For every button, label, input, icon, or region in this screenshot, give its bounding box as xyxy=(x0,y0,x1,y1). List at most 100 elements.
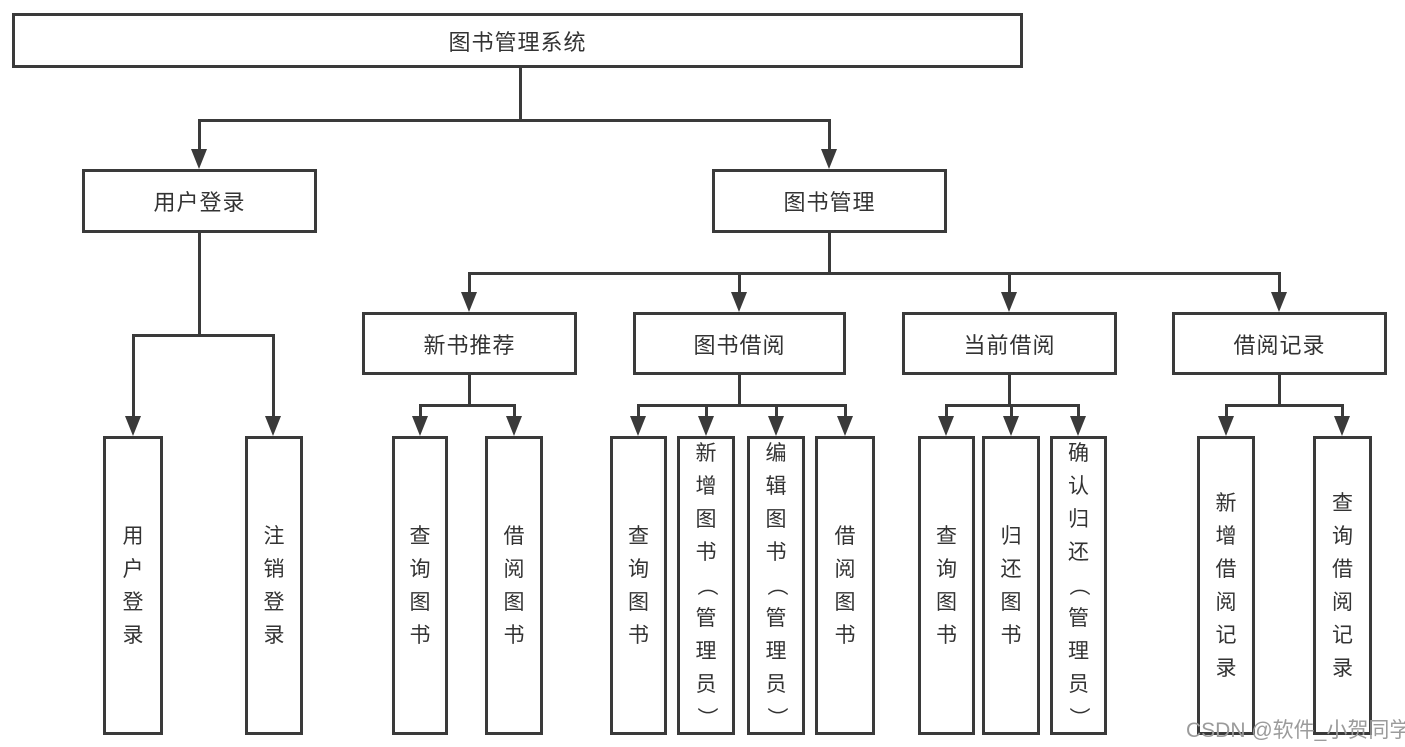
node-current-borrow: 当前借阅 xyxy=(902,312,1117,375)
node-label: 图书借阅 xyxy=(693,332,786,358)
connector-vline xyxy=(636,405,640,420)
connector-vline xyxy=(197,233,201,335)
node-new-book-recommend: 新书推荐 xyxy=(362,312,577,375)
leaf-label-char: 理 xyxy=(695,640,717,663)
connector-vline xyxy=(1007,273,1011,296)
leaf-label-char: 录 xyxy=(1215,656,1237,680)
leaf-label-char: 管 xyxy=(1068,607,1089,630)
connector-arrowhead xyxy=(768,416,784,436)
connector-arrowhead xyxy=(630,416,646,436)
connector-vline xyxy=(704,405,708,420)
leaf-label-char: 辑 xyxy=(765,475,787,498)
leaf-label-char: 认 xyxy=(1068,475,1089,498)
connector-arrowhead xyxy=(1001,292,1017,312)
leaf-label-char: 询 xyxy=(409,557,431,581)
leaf-label-char: 借 xyxy=(1215,557,1237,581)
leaf-label-char: 借 xyxy=(503,524,525,548)
leaf-label-char: 还 xyxy=(1068,541,1089,564)
leaf-label-char: 书 xyxy=(834,623,856,647)
leaf-label-char: 用 xyxy=(122,524,144,548)
connector-arrowhead xyxy=(938,416,954,436)
node-borrow-records: 借阅记录 xyxy=(1172,312,1387,375)
leaf-label-char: 图 xyxy=(834,590,856,614)
connector-vline xyxy=(467,375,471,405)
connector-vline xyxy=(737,273,741,296)
leaf-label-char: 阅 xyxy=(503,557,525,581)
leaf-label-char: 新 xyxy=(1215,491,1237,515)
connector-arrowhead xyxy=(698,416,714,436)
leaf-label-char: 管 xyxy=(695,607,717,630)
leaf-borrow-add-book: 新增图书（管理员） xyxy=(677,436,735,735)
leaf-label-char: 增 xyxy=(1215,524,1237,548)
leaf-label-char: （ xyxy=(694,575,718,596)
leaf-label-char: ） xyxy=(764,707,788,728)
connector-vline xyxy=(197,120,201,153)
leaf-label-char: 图 xyxy=(695,508,717,531)
node-book-management: 图书管理 xyxy=(712,169,947,233)
leaf-label-char: 图 xyxy=(1000,590,1022,614)
leaf-label-char: 录 xyxy=(263,623,285,647)
leaf-label: 新增借阅记录 xyxy=(1216,439,1237,732)
leaf-label-char: 阅 xyxy=(1215,590,1237,614)
connector-vline xyxy=(418,405,422,420)
connector-vline xyxy=(1009,405,1013,420)
leaf-label-char: 询 xyxy=(936,557,957,581)
leaf-label-char: 书 xyxy=(628,623,649,647)
leaf-label-char: 理 xyxy=(1068,640,1089,663)
leaf-label-char: 图 xyxy=(409,590,431,614)
leaf-label-char: 注 xyxy=(263,524,285,548)
leaf-label-char: 书 xyxy=(936,623,957,647)
leaf-label-char: 书 xyxy=(409,623,431,647)
connector-vline xyxy=(518,68,522,120)
leaf-label-char: 书 xyxy=(503,623,525,647)
connector-arrowhead xyxy=(837,416,853,436)
node-book-borrow: 图书借阅 xyxy=(633,312,846,375)
leaf-label-char: 录 xyxy=(1332,656,1353,680)
connector-arrowhead xyxy=(1070,416,1086,436)
leaf-label-char: 查 xyxy=(628,524,649,548)
connector-hline xyxy=(636,403,847,407)
leaf-label: 查询图书 xyxy=(628,439,649,732)
leaf-record-add: 新增借阅记录 xyxy=(1197,436,1255,735)
leaf-user-login: 用户登录 xyxy=(103,436,163,735)
leaf-label-char: 理 xyxy=(765,640,787,663)
connector-arrowhead xyxy=(1218,416,1234,436)
leaf-record-query: 查询借阅记录 xyxy=(1313,436,1372,735)
leaf-label-char: 员 xyxy=(695,673,717,696)
leaf-label: 用户登录 xyxy=(123,439,144,732)
connector-hline xyxy=(418,403,516,407)
connector-vline xyxy=(512,405,516,420)
connector-arrowhead xyxy=(1003,416,1019,436)
node-label: 图书管理 xyxy=(783,190,876,215)
connector-vline xyxy=(1076,405,1080,420)
leaf-label-char: 员 xyxy=(1068,673,1089,696)
connector-vline xyxy=(944,405,948,420)
leaf-label-char: 查 xyxy=(409,524,431,548)
leaf-borrow-edit-book: 编辑图书（管理员） xyxy=(747,436,805,735)
leaf-label: 查询图书 xyxy=(410,439,431,732)
connector-hline xyxy=(1224,403,1344,407)
node-label: 当前借阅 xyxy=(963,332,1056,358)
connector-arrowhead xyxy=(506,416,522,436)
leaf-label: 归还图书 xyxy=(1001,439,1022,732)
connector-arrowhead xyxy=(412,416,428,436)
connector-arrowhead xyxy=(125,416,141,436)
leaf-label-char: 阅 xyxy=(1332,590,1353,614)
node-root-system: 图书管理系统 xyxy=(12,13,1023,68)
leaf-newbook-query: 查询图书 xyxy=(392,436,448,735)
leaf-label-char: 增 xyxy=(695,475,717,498)
leaf-label-char: 询 xyxy=(628,557,649,581)
leaf-label: 确认归还（管理员） xyxy=(1067,439,1090,732)
leaf-label-char: 记 xyxy=(1332,623,1353,647)
leaf-label-char: （ xyxy=(1067,575,1090,596)
leaf-label-char: 管 xyxy=(765,607,787,630)
leaf-label-char: （ xyxy=(764,575,788,596)
leaf-label-char: 查 xyxy=(936,524,957,548)
leaf-label-char: 登 xyxy=(263,590,285,614)
leaf-label-char: 员 xyxy=(765,673,787,696)
leaf-label-char: 归 xyxy=(1068,508,1089,531)
leaf-label-char: 询 xyxy=(1332,524,1353,548)
leaf-label-char: 确 xyxy=(1068,442,1089,465)
node-user-login: 用户登录 xyxy=(82,169,317,233)
